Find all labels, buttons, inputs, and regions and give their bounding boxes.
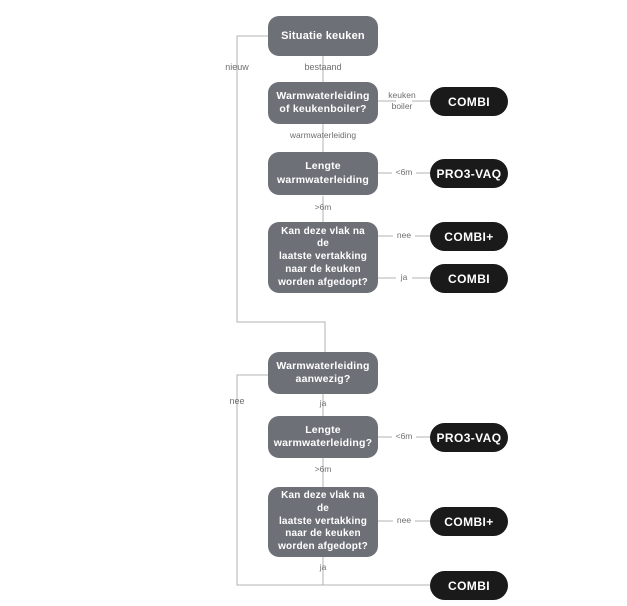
node-afgedopt-2[interactable]: Kan deze vlak na de laatste vertakking n…: [268, 487, 378, 557]
node-label: Lengte warmwaterleiding: [277, 160, 369, 186]
node-label: Situatie keuken: [281, 29, 365, 42]
edge-nieuw-path: [236, 35, 326, 357]
edge-nee-b-path: [236, 374, 430, 586]
result-label: PRO3-VAQ: [436, 166, 502, 181]
edge-label-lt6m-2: <6m: [395, 431, 413, 441]
node-lengte-warmwaterleiding-1[interactable]: Lengte warmwaterleiding: [268, 152, 378, 195]
edge-label-nieuw: nieuw: [225, 62, 249, 72]
result-combiplus-1[interactable]: COMBI+: [430, 222, 508, 251]
result-label: COMBI+: [444, 514, 494, 529]
edge-label-ja-2: ja: [319, 398, 327, 408]
node-situatie-keuken[interactable]: Situatie keuken: [268, 16, 378, 56]
result-pro3vaq-1[interactable]: PRO3-VAQ: [430, 159, 508, 188]
edge-label-lt6m-1: <6m: [395, 167, 413, 177]
result-label: PRO3-VAQ: [436, 430, 502, 445]
node-lengte-warmwaterleiding-2[interactable]: Lengte warmwaterleiding?: [268, 416, 378, 458]
result-pro3vaq-2[interactable]: PRO3-VAQ: [430, 423, 508, 452]
result-combi-ja-1[interactable]: COMBI: [430, 264, 508, 293]
result-label: COMBI+: [444, 229, 494, 244]
edge-label-gt6m-2: >6m: [314, 464, 332, 474]
edge-label-gt6m-1: >6m: [314, 202, 332, 212]
result-combi-final[interactable]: COMBI: [430, 571, 508, 600]
edge-label-ja-3: ja: [319, 562, 327, 572]
result-combiplus-2[interactable]: COMBI+: [430, 507, 508, 536]
result-label: COMBI: [448, 94, 490, 109]
edge-label-nee-3: nee: [396, 515, 412, 525]
edge-label-keuken-boiler: keuken boiler: [388, 90, 416, 111]
result-label: COMBI: [448, 271, 490, 286]
node-label: Kan deze vlak na de laatste vertakking n…: [278, 490, 368, 553]
node-label: Warmwaterleiding aanwezig?: [276, 359, 370, 385]
node-warmwaterleiding-aanwezig[interactable]: Warmwaterleiding aanwezig?: [268, 352, 378, 394]
edge-label-ja-1: ja: [400, 272, 408, 282]
node-warmwaterleiding-of-keukenboiler[interactable]: Warmwaterleiding of keukenboiler?: [268, 82, 378, 124]
result-combi-keukenboiler[interactable]: COMBI: [430, 87, 508, 116]
edge-label-nee-2: nee: [229, 396, 245, 406]
result-label: COMBI: [448, 578, 490, 593]
edge-label-bestaand: bestaand: [304, 62, 342, 72]
edge-label-warmwaterleiding: warmwaterleiding: [289, 130, 357, 140]
node-afgedopt-1[interactable]: Kan deze vlak na de laatste vertakking n…: [268, 222, 378, 293]
node-label: Kan deze vlak na de laatste vertakking n…: [278, 225, 368, 288]
edge-label-nee-1: nee: [396, 230, 412, 240]
node-label: Warmwaterleiding of keukenboiler?: [276, 89, 370, 115]
node-label: Lengte warmwaterleiding?: [273, 423, 373, 449]
